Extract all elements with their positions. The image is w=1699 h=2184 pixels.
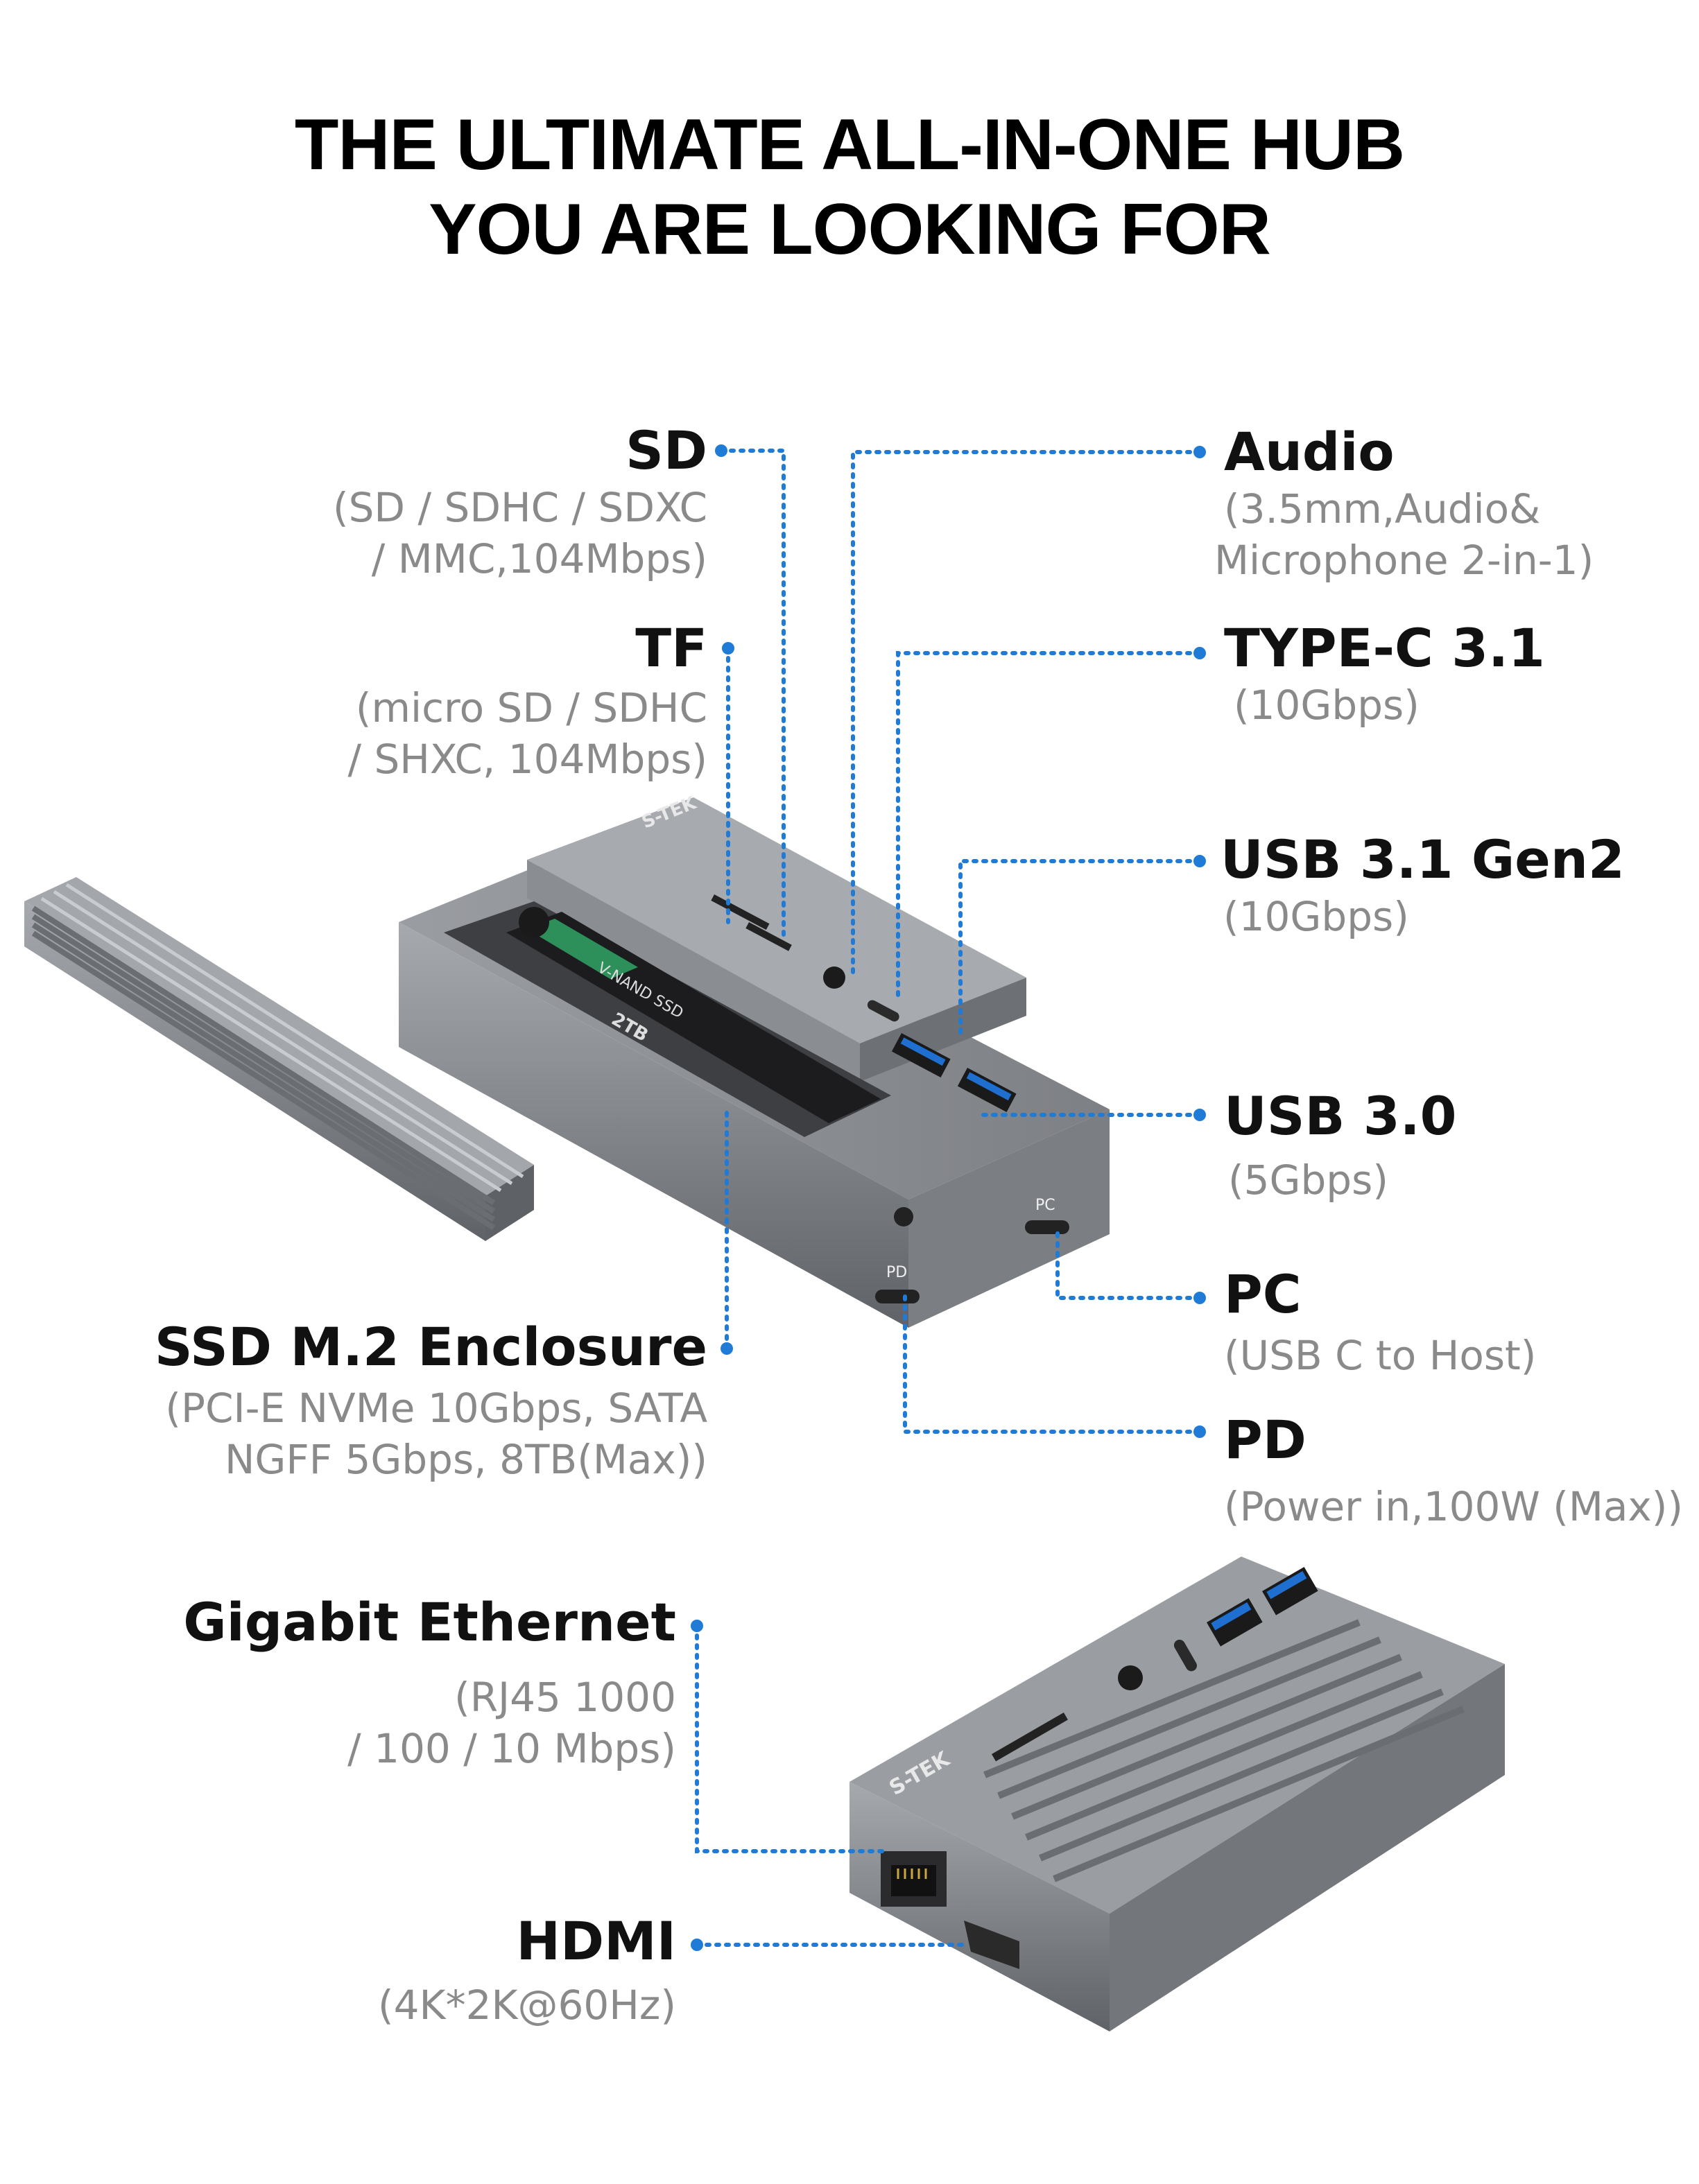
callout-tf-line2: / SHXC, 104Mbps) <box>347 736 707 783</box>
callout-pd-title: PD <box>1224 1409 1306 1471</box>
callout-pc-title: PC <box>1224 1263 1302 1325</box>
callout-audio-line1: (3.5mm,Audio& <box>1224 485 1541 532</box>
callout-sd-line2: / MMC,104Mbps) <box>371 535 707 582</box>
callout-usb30-title: USB 3.0 <box>1224 1085 1457 1147</box>
leader-typec <box>896 651 1202 1004</box>
leader-pc <box>1055 1225 1202 1300</box>
leader-dots <box>691 444 1206 1951</box>
callout-typec-title: TYPE-C 3.1 <box>1224 617 1545 679</box>
hub-body-closed: S-TEK <box>850 1557 1505 2031</box>
callout-hdmi-line1: (4K*2K@60Hz) <box>378 1982 676 2029</box>
pc-port <box>1025 1220 1069 1234</box>
callout-ethernet-title: Gigabit Ethernet <box>183 1591 676 1653</box>
hub-body-open: V-NAND SSD 2TB S-TEK PD PC <box>399 792 1110 1328</box>
leader-sd <box>719 449 786 942</box>
callout-tf-title: TF <box>635 617 707 679</box>
pd-port <box>875 1290 920 1303</box>
sd-slot-bottom <box>991 1713 1068 1762</box>
typec-port-bottom <box>1173 1639 1197 1672</box>
headline-line-2: YOU ARE LOOKING FOR <box>429 189 1271 270</box>
callout-typec-line1: (10Gbps) <box>1234 682 1420 729</box>
callout-hdmi: HDMI (4K*2K@60Hz) <box>378 1910 676 2031</box>
callout-typec: TYPE-C 3.1 (10Gbps) <box>1224 617 1545 731</box>
callout-audio: Audio (3.5mm,Audio& Microphone 2-in-1) <box>1214 421 1594 586</box>
callout-ethernet-line1: (RJ45 1000 <box>454 1674 676 1721</box>
callout-pd: PD (Power in,100W (Max)) <box>1224 1409 1683 1532</box>
closed-fins <box>983 1619 1465 1882</box>
callout-usb31-line1: (10Gbps) <box>1223 893 1409 940</box>
callout-ssd-line1: (PCI-E NVMe 10Gbps, SATA <box>165 1385 707 1432</box>
callout-pd-line1: (Power in,100W (Max)) <box>1224 1483 1684 1530</box>
callout-sd-title: SD <box>626 419 707 481</box>
pc-port-label: PC <box>1035 1197 1055 1214</box>
typec-port <box>867 1000 899 1022</box>
sd-slot <box>711 894 770 930</box>
audio-jack-bottom <box>1118 1665 1143 1690</box>
callout-ssd: SSD M.2 Enclosure (PCI-E NVMe 10Gbps, SA… <box>155 1316 707 1485</box>
leader-audio <box>851 450 1202 980</box>
callout-tf-line1: (micro SD / SDHC <box>355 684 707 731</box>
callout-sd-line1: (SD / SDHC / SDXC <box>332 484 707 531</box>
callout-pc-line1: (USB C to Host) <box>1224 1332 1537 1379</box>
callout-usb31: USB 3.1 Gen2 (10Gbps) <box>1221 829 1625 942</box>
leader-pd <box>903 1294 1202 1434</box>
callout-usb30: USB 3.0 (5Gbps) <box>1224 1085 1456 1206</box>
callout-audio-title: Audio <box>1224 421 1395 483</box>
callout-tf: TF (micro SD / SDHC / SHXC, 104Mbps) <box>347 617 707 785</box>
leader-usb31 <box>958 859 1202 1039</box>
callout-ssd-title: SSD M.2 Enclosure <box>154 1316 707 1378</box>
callout-usb31-title: USB 3.1 Gen2 <box>1221 829 1625 890</box>
callout-ethernet: Gigabit Ethernet (RJ45 1000 / 100 / 10 M… <box>183 1591 676 1774</box>
pd-port-label: PD <box>886 1264 907 1281</box>
leader-lines <box>695 449 1202 1947</box>
enclosure-lid <box>24 877 534 1241</box>
audio-jack <box>823 967 845 989</box>
ssd-screw <box>519 907 549 937</box>
callout-hdmi-title: HDMI <box>516 1910 676 1972</box>
callout-ethernet-line2: / 100 / 10 Mbps) <box>347 1725 676 1772</box>
front-jack <box>894 1207 913 1227</box>
callout-pc: PC (USB C to Host) <box>1224 1263 1536 1381</box>
callout-sd: SD (SD / SDHC / SDXC / MMC,104Mbps) <box>333 419 707 584</box>
lid-fins <box>31 905 496 1231</box>
tf-slot <box>745 922 792 951</box>
headline-line-1: THE ULTIMATE ALL-IN-ONE HUB <box>294 105 1405 185</box>
callout-usb30-line1: (5Gbps) <box>1228 1156 1388 1204</box>
hdmi-port <box>964 1921 1019 1969</box>
callout-ssd-line2: NGFF 5Gbps, 8TB(Max)) <box>225 1436 707 1483</box>
callout-audio-line2: Microphone 2-in-1) <box>1214 537 1594 584</box>
leader-ethernet <box>695 1624 890 1853</box>
